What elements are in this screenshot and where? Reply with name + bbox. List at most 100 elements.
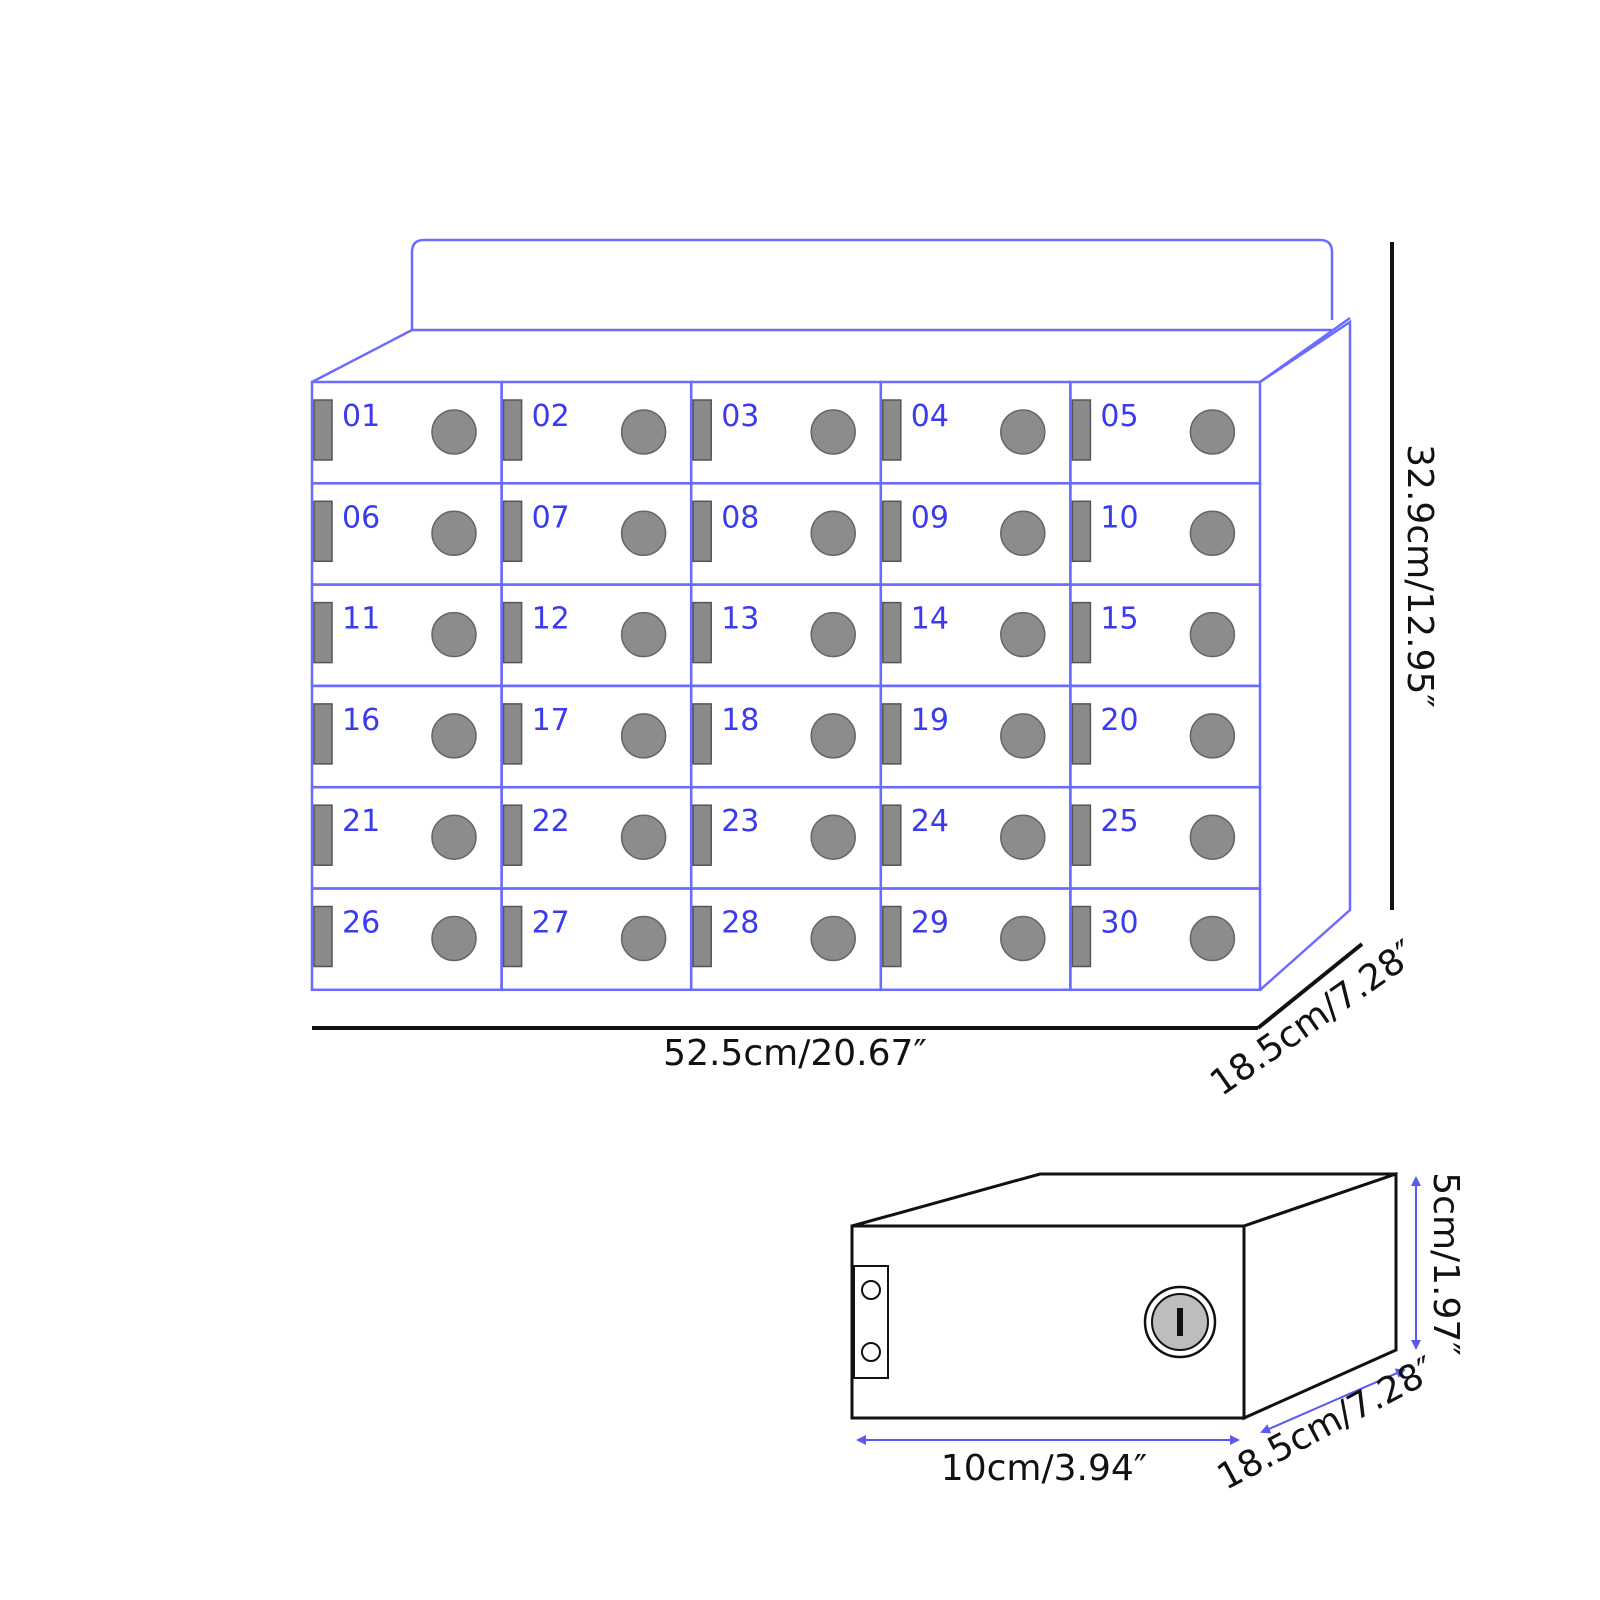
locker-lock-icon xyxy=(431,814,477,860)
drawer-height-label: 5cm/1.97″ xyxy=(1425,1172,1466,1356)
cabinet-dimensions xyxy=(312,242,1394,1030)
locker-lock-icon xyxy=(620,611,667,658)
locker-lock-icon xyxy=(1000,611,1046,658)
locker-hinge xyxy=(313,500,333,563)
locker-number: 25 xyxy=(1100,804,1138,839)
cabinet-depth-line xyxy=(1256,942,1364,1030)
locker-lock-icon xyxy=(1189,409,1236,455)
locker-lock-icon xyxy=(620,814,667,860)
locker-lock-icon xyxy=(1000,915,1046,962)
locker-number: 01 xyxy=(342,399,380,434)
locker-hinge xyxy=(692,804,712,866)
locker-number: 22 xyxy=(532,804,570,839)
locker-hinge xyxy=(502,703,523,765)
locker-number: 23 xyxy=(721,804,759,839)
locker-number: 27 xyxy=(532,906,570,941)
locker-lock-icon xyxy=(431,409,477,455)
locker-lock-icon xyxy=(431,713,477,759)
locker-number: 14 xyxy=(911,602,949,637)
locker-hinge xyxy=(313,601,333,664)
locker-hinge xyxy=(882,703,902,765)
locker-lock-icon xyxy=(810,915,856,962)
locker-number: 19 xyxy=(911,703,949,738)
locker-hinge xyxy=(692,500,712,563)
locker-number: 02 xyxy=(532,399,570,434)
locker-number: 12 xyxy=(532,602,570,637)
locker-lock-icon xyxy=(810,510,856,557)
locker-number: 04 xyxy=(911,399,949,434)
locker-lock-icon xyxy=(1189,611,1236,658)
locker-number: 13 xyxy=(721,602,759,637)
cabinet-height-label: 32.9cm/12.95″ xyxy=(1399,444,1440,708)
locker-grid: 01 02 03 04 05 06 07 08 09 10 11 12 13 14 15 16 17 18 19 20… xyxy=(310,380,1262,992)
locker-lock-icon xyxy=(1000,713,1046,759)
drawer xyxy=(850,1171,1398,1421)
locker-hinge xyxy=(1071,399,1092,461)
locker-lock-icon xyxy=(810,713,856,759)
locker-lock-icon xyxy=(620,713,667,759)
locker-number: 05 xyxy=(1100,399,1138,434)
locker-hinge xyxy=(502,601,523,664)
locker-hinge xyxy=(1071,804,1092,866)
locker-hinge xyxy=(692,601,712,664)
locker-hinge xyxy=(313,399,333,461)
locker-number: 07 xyxy=(532,500,570,535)
locker-lock-icon xyxy=(431,915,477,962)
locker-number: 08 xyxy=(721,500,759,535)
locker-number: 21 xyxy=(342,804,380,839)
locker-hinge xyxy=(313,703,333,765)
locker-lock-icon xyxy=(810,611,856,658)
locker-hinge xyxy=(502,905,523,968)
locker-hinge xyxy=(502,500,523,563)
locker-number: 10 xyxy=(1100,500,1138,535)
drawer-depth-arrow xyxy=(1260,1368,1406,1434)
locker-number: 15 xyxy=(1100,602,1138,637)
cabinet-side-panel xyxy=(1259,319,1352,991)
locker-number: 09 xyxy=(911,500,949,535)
locker-lock-icon xyxy=(810,814,856,860)
locker-hinge xyxy=(692,399,712,461)
locker-hinge xyxy=(882,905,902,968)
locker-door xyxy=(1069,887,1262,992)
locker-lock-icon xyxy=(1000,814,1046,860)
locker-lock-icon xyxy=(1000,409,1046,455)
locker-hinge xyxy=(502,399,523,461)
locker-lock-icon xyxy=(431,510,477,557)
cabinet-top-surface xyxy=(311,316,1351,384)
locker-number: 26 xyxy=(342,906,380,941)
locker-hinge xyxy=(313,905,333,968)
locker-number: 06 xyxy=(342,500,380,535)
cabinet-width-label: 52.5cm/20.67″ xyxy=(663,1033,927,1074)
cabinet-depth-label: 18.5cm/7.28″ xyxy=(1203,933,1424,1105)
locker-lock-icon xyxy=(1189,915,1236,962)
locker-number: 29 xyxy=(911,906,949,941)
locker-hinge xyxy=(1071,500,1092,563)
locker-lock-icon xyxy=(620,409,667,455)
locker-number: 03 xyxy=(721,399,759,434)
locker-number: 16 xyxy=(342,703,380,738)
locker-number: 24 xyxy=(911,804,949,839)
drawer-hinge-screw-icon xyxy=(861,1342,881,1362)
drawer-width-label: 10cm/3.94″ xyxy=(941,1448,1147,1489)
locker-hinge xyxy=(882,399,902,461)
locker-number: 28 xyxy=(721,906,759,941)
locker-hinge xyxy=(1071,905,1092,968)
locker-lock-icon xyxy=(620,510,667,557)
locker-hinge xyxy=(502,804,523,866)
cabinet-top-panel xyxy=(410,238,1334,330)
locker-number: 11 xyxy=(342,602,380,637)
locker-hinge xyxy=(1071,601,1092,664)
locker-number: 17 xyxy=(532,703,570,738)
locker-number: 20 xyxy=(1100,703,1138,738)
locker-lock-icon xyxy=(620,915,667,962)
locker-hinge xyxy=(882,500,902,563)
locker-number: 18 xyxy=(721,703,759,738)
locker-hinge xyxy=(692,703,712,765)
locker-lock-icon xyxy=(810,409,856,455)
locker-lock-icon xyxy=(1000,510,1046,557)
drawer-dimensions xyxy=(856,1176,1421,1445)
drawer-hinge-screw-icon xyxy=(861,1280,881,1300)
locker-number: 30 xyxy=(1100,906,1138,941)
locker-hinge xyxy=(313,804,333,866)
